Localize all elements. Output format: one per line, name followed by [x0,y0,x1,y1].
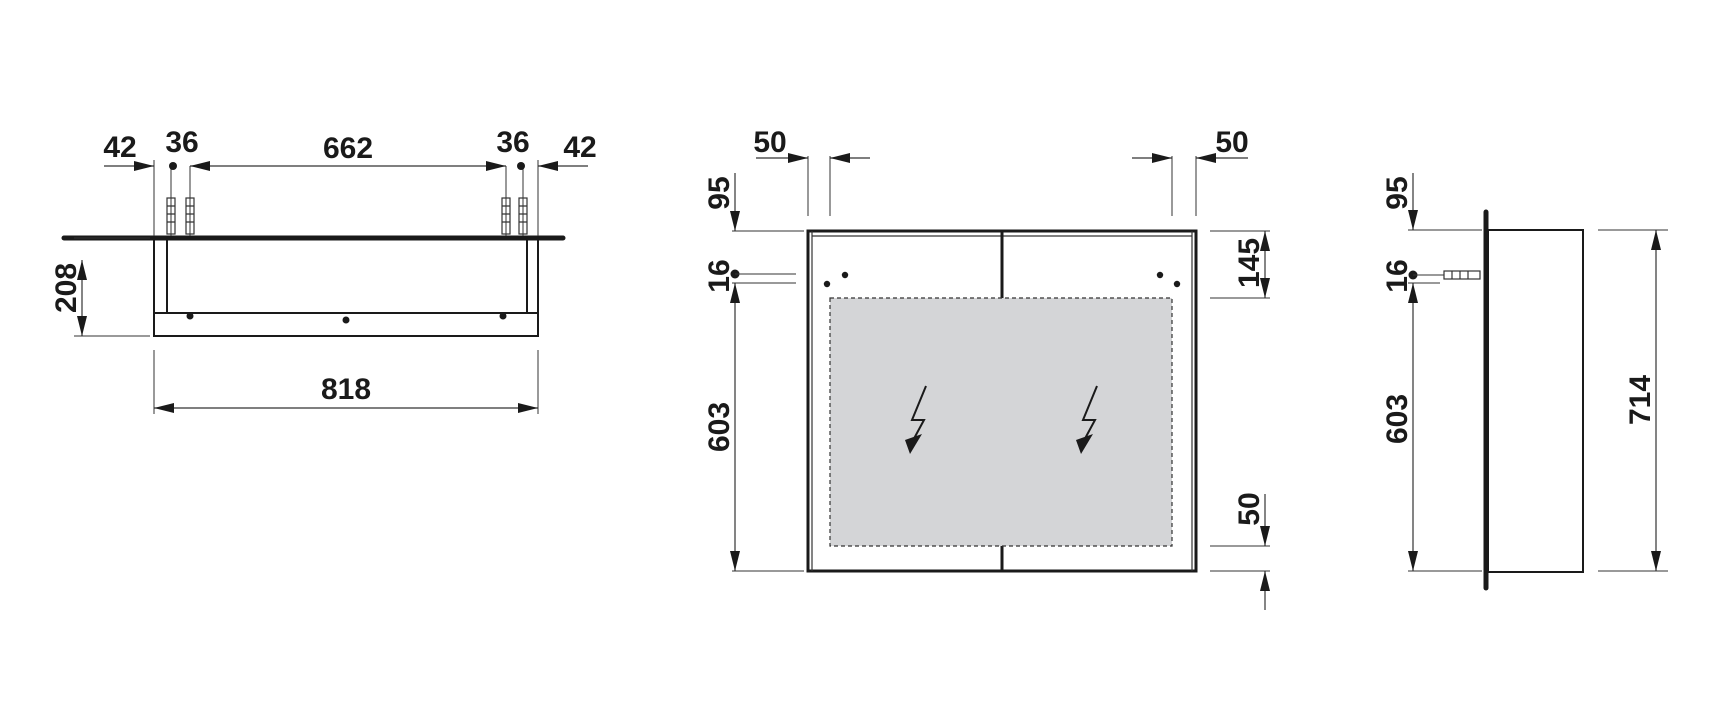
cabinet-outline-top [153,237,539,337]
dim-label-left-anchor: 36 [165,126,198,159]
wall-anchor-icon [185,166,195,236]
dim-label-top-offset: 95 [703,176,736,209]
dim-label-right-margin: 42 [563,131,596,164]
dim-label-lower-height-side: 603 [1381,394,1414,444]
dim-label-depth: 208 [50,263,83,313]
wall-anchor-icon [501,166,511,236]
front-view: 50 50 95 16 603 145 50 [703,126,1270,610]
dim-label-total-height: 714 [1624,375,1657,425]
dim-label-light-zone: 145 [1233,238,1266,288]
mount-hole [823,280,831,288]
dim-label-anchor-gap-side: 16 [1381,259,1414,292]
dim-label-anchor-spacing: 662 [323,132,373,165]
dim-label-right-inset: 50 [1215,126,1248,159]
mount-hole [499,312,507,320]
mount-hole [841,271,849,279]
anchor-point [169,162,177,170]
dim-label-anchor-gap: 16 [703,259,736,292]
mount-hole [342,316,350,324]
wall-anchor-icon [1443,270,1481,280]
dim-label-right-anchor: 36 [496,126,529,159]
dim-label-width: 818 [321,373,371,406]
wall-anchor-icon [166,166,176,236]
side-view: 95 16 603 714 [1381,173,1668,591]
dim-label-left-inset: 50 [753,126,786,159]
dim-label-lower-height: 603 [703,402,736,452]
dim-label-bottom-offset: 50 [1233,492,1266,525]
anchor-point [517,162,525,170]
lightning-icon [905,385,927,454]
mount-hole [186,312,194,320]
mirror-field [829,297,1173,547]
dim-label-left-margin: 42 [103,131,136,164]
top-view: 42 36 662 36 42 208 818 [50,126,597,414]
lightning-icon [1076,385,1098,454]
mount-hole [1156,271,1164,279]
mount-hole [1173,280,1181,288]
wall-anchor-icon [518,166,528,236]
cabinet-outline-side [1487,229,1584,573]
dim-label-top-offset-side: 95 [1381,176,1414,209]
